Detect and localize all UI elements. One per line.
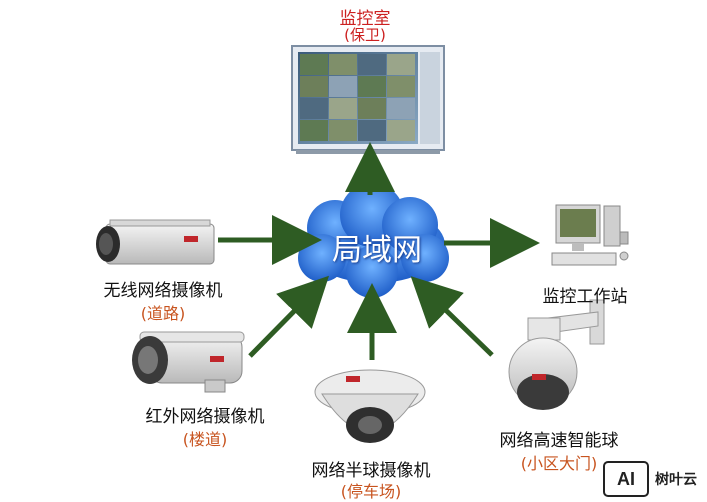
ir-camera-subtitle: (楼道)	[182, 430, 228, 449]
speed-dome-title: 网络高速智能球	[499, 431, 619, 451]
monitor-room-subtitle: (保卫)	[344, 26, 386, 44]
watermark-logo: AI	[603, 461, 649, 497]
arrow-speeddome-to-lan	[410, 276, 494, 357]
arrow-ir-to-lan	[248, 275, 330, 358]
watermark: AI 树叶云	[603, 460, 703, 498]
video-tile	[387, 76, 415, 97]
video-tile	[329, 98, 357, 119]
wireless-camera-title: 无线网络摄像机	[103, 281, 223, 301]
video-tile	[300, 54, 328, 75]
video-tile	[329, 120, 357, 141]
ir-camera-icon	[132, 331, 245, 393]
speed-dome-icon	[508, 299, 605, 410]
video-tile	[300, 76, 328, 97]
video-tile	[358, 54, 386, 75]
monitor-room-screen	[291, 45, 445, 154]
video-tile	[358, 98, 386, 119]
workstation-title: 监控工作站	[542, 287, 628, 307]
dome-camera-icon	[314, 369, 426, 443]
ir-camera-title: 红外网络摄像机	[145, 407, 265, 427]
monitor-room-title: 监控室	[339, 9, 391, 29]
video-tile	[329, 76, 357, 97]
workstation-icon	[551, 204, 629, 266]
video-tile	[358, 76, 386, 97]
video-tile	[300, 98, 328, 119]
video-tile	[358, 120, 386, 141]
watermark-text: 树叶云	[655, 472, 697, 488]
video-tile	[300, 120, 328, 141]
video-tile	[387, 98, 415, 119]
wireless-camera-icon	[96, 219, 215, 265]
video-tile	[387, 54, 415, 75]
wireless-camera-subtitle: (道路)	[140, 304, 186, 323]
dome-camera-subtitle: (停车场)	[340, 482, 402, 501]
speed-dome-subtitle: (小区大门)	[520, 454, 598, 473]
lan-label: 局域网	[332, 233, 422, 268]
dome-camera-title: 网络半球摄像机	[311, 461, 431, 481]
video-tile	[387, 120, 415, 141]
video-tile	[329, 54, 357, 75]
